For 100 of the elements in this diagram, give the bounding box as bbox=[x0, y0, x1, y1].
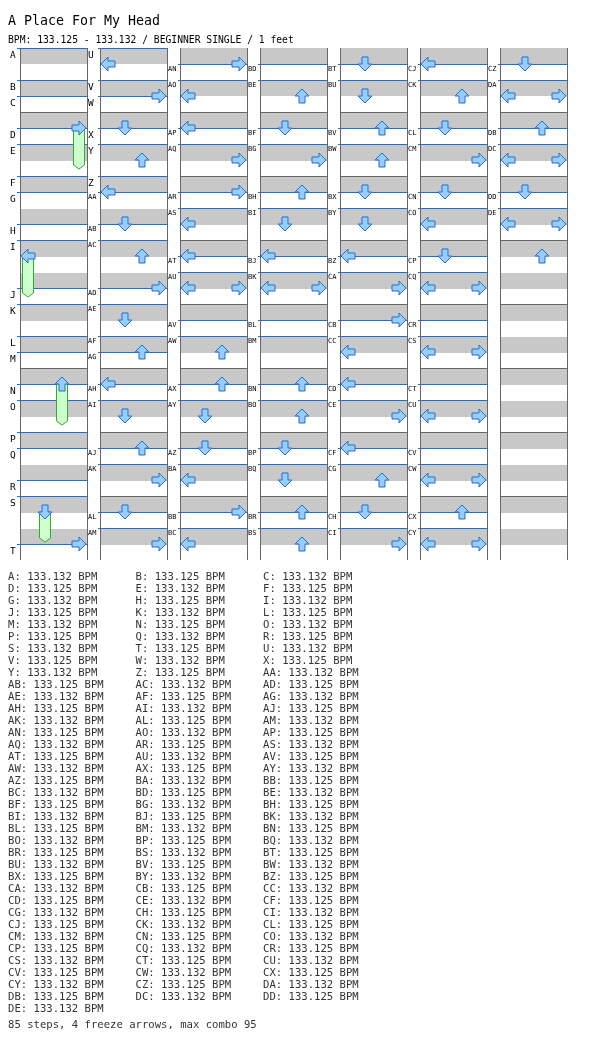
bpm-list-entry: BO: 133.132 BPM bbox=[8, 835, 104, 846]
bpm-list-entry: CC: 133.132 BPM bbox=[263, 883, 359, 894]
bpm-list-entry: DB: 133.125 BPM bbox=[8, 991, 104, 1002]
bpm-marker: X bbox=[88, 130, 94, 140]
bpm-list-entry: CR: 133.125 BPM bbox=[263, 943, 359, 954]
bpm-list-entry: I: 133.132 BPM bbox=[263, 595, 353, 606]
bpm-marker: K bbox=[10, 306, 16, 316]
bpm-marker: D bbox=[10, 130, 16, 140]
bpm-marker: E bbox=[10, 146, 16, 156]
bpm-list-entry: CU: 133.132 BPM bbox=[263, 955, 359, 966]
bpm-marker: O bbox=[10, 402, 16, 412]
bpm-marker: V bbox=[88, 82, 94, 92]
bpm-list-entry: AF: 133.125 BPM bbox=[135, 691, 232, 702]
bpm-list-entry: AT: 133.125 BPM bbox=[8, 751, 104, 762]
bpm-list-entry: AW: 133.132 BPM bbox=[8, 763, 104, 774]
bpm-list-entry: AU: 133.132 BPM bbox=[135, 751, 232, 762]
bpm-list-entry: CW: 133.132 BPM bbox=[135, 967, 232, 978]
bpm-marker: N bbox=[10, 386, 16, 396]
bpm-list-entry: BL: 133.125 BPM bbox=[8, 823, 104, 834]
bpm-marker: U bbox=[88, 50, 94, 60]
bpm-list-entry: BQ: 133.132 BPM bbox=[263, 835, 359, 846]
bpm-marker: L bbox=[10, 338, 16, 348]
chart-summary: 85 steps, 4 freeze arrows, max combo 95 bbox=[8, 1019, 257, 1030]
bpm-list-entry: BM: 133.132 BPM bbox=[135, 823, 232, 834]
bpm-list-entry: CQ: 133.132 BPM bbox=[135, 943, 232, 954]
bpm-list-entry: AK: 133.132 BPM bbox=[8, 715, 104, 726]
bpm-list-entry: CI: 133.132 BPM bbox=[263, 907, 359, 918]
bpm-list-entry: L: 133.125 BPM bbox=[263, 607, 353, 618]
bpm-list-entry: Z: 133.125 BPM bbox=[135, 667, 225, 678]
bpm-list-entry: AS: 133.132 BPM bbox=[263, 739, 359, 750]
bpm-marker: Y bbox=[88, 146, 94, 156]
bpm-list-entry: CB: 133.125 BPM bbox=[135, 883, 232, 894]
bpm-list-entry: BB: 133.125 BPM bbox=[263, 775, 359, 786]
bpm-list-entry: W: 133.132 BPM bbox=[135, 655, 225, 666]
bpm-marker: Z bbox=[88, 178, 94, 188]
bpm-list-entry: BH: 133.125 BPM bbox=[263, 799, 359, 810]
bpm-list-entry: BD: 133.125 BPM bbox=[135, 787, 232, 798]
bpm-list-entry: AO: 133.132 BPM bbox=[135, 727, 232, 738]
bpm-list-entry: AD: 133.125 BPM bbox=[263, 679, 359, 690]
bpm-list-entry: BX: 133.125 BPM bbox=[8, 871, 104, 882]
bpm-list-entry: AI: 133.132 BPM bbox=[135, 703, 232, 714]
bpm-list-entry: CL: 133.125 BPM bbox=[263, 919, 359, 930]
bpm-list-entry: CD: 133.125 BPM bbox=[8, 895, 104, 906]
bpm-list-entry: AG: 133.132 BPM bbox=[263, 691, 359, 702]
bpm-list-entry: BI: 133.132 BPM bbox=[8, 811, 104, 822]
bpm-list-entry: B: 133.125 BPM bbox=[135, 571, 225, 582]
bpm-list-entry: DA: 133.132 BPM bbox=[263, 979, 359, 990]
bpm-list-entry: P: 133.125 BPM bbox=[8, 631, 98, 642]
bpm-list-entry: BP: 133.125 BPM bbox=[135, 835, 232, 846]
bpm-list-entry: C: 133.132 BPM bbox=[263, 571, 353, 582]
bpm-list-entry: AN: 133.125 BPM bbox=[8, 727, 104, 738]
bpm-marker: A bbox=[10, 50, 16, 60]
bpm-list-entry: E: 133.132 BPM bbox=[135, 583, 225, 594]
bpm-list-entry: U: 133.132 BPM bbox=[263, 643, 353, 654]
bpm-list-entry: BA: 133.132 BPM bbox=[135, 775, 232, 786]
bpm-list-entry: N: 133.125 BPM bbox=[135, 619, 225, 630]
bpm-list-entry: J: 133.125 BPM bbox=[8, 607, 98, 618]
bpm-list-entry: CM: 133.132 BPM bbox=[8, 931, 104, 942]
bpm-list-entry: BN: 133.125 BPM bbox=[263, 823, 359, 834]
song-title: A Place For My Head bbox=[8, 14, 161, 28]
bpm-list-entry: BF: 133.125 BPM bbox=[8, 799, 104, 810]
bpm-list-entry: S: 133.132 BPM bbox=[8, 643, 98, 654]
bpm-list-entry: CS: 133.132 BPM bbox=[8, 955, 104, 966]
bpm-list-entry: Q: 133.132 BPM bbox=[135, 631, 225, 642]
bpm-list-entry: AL: 133.125 BPM bbox=[135, 715, 232, 726]
bpm-marker: J bbox=[10, 290, 16, 300]
bpm-list-entry: D: 133.125 BPM bbox=[8, 583, 98, 594]
bpm-marker: G bbox=[10, 194, 16, 204]
bpm-list-entry: T: 133.125 BPM bbox=[135, 643, 225, 654]
bpm-list-entry: F: 133.125 BPM bbox=[263, 583, 353, 594]
bpm-marker: S bbox=[10, 498, 16, 508]
bpm-list-entry: X: 133.125 BPM bbox=[263, 655, 353, 666]
bpm-list-entry: CT: 133.125 BPM bbox=[135, 955, 232, 966]
bpm-list-entry: AM: 133.132 BPM bbox=[263, 715, 359, 726]
bpm-list-entry: BW: 133.132 BPM bbox=[263, 859, 359, 870]
bpm-list-entry: CO: 133.132 BPM bbox=[263, 931, 359, 942]
bpm-marker: C bbox=[10, 98, 16, 108]
bpm-list-entry: BS: 133.132 BPM bbox=[135, 847, 232, 858]
bpm-list-entry: BG: 133.132 BPM bbox=[135, 799, 232, 810]
bpm-list-entry: A: 133.132 BPM bbox=[8, 571, 98, 582]
bpm-marker: H bbox=[10, 226, 16, 236]
bpm-marker: F bbox=[10, 178, 16, 188]
bpm-list-entry: CX: 133.125 BPM bbox=[263, 967, 359, 978]
bpm-list-entry: AQ: 133.132 BPM bbox=[8, 739, 104, 750]
bpm-list-entry: CK: 133.132 BPM bbox=[135, 919, 232, 930]
bpm-marker: M bbox=[10, 354, 16, 364]
bpm-marker: W bbox=[88, 98, 94, 108]
bpm-list-entry: R: 133.125 BPM bbox=[263, 631, 353, 642]
bpm-list-entry: BZ: 133.125 BPM bbox=[263, 871, 359, 882]
chart-header-text: BPM: 133.125 - 133.132 / BEGINNER SINGLE / 1 feet bbox=[8, 35, 294, 45]
bpm-list-entry: K: 133.132 BPM bbox=[135, 607, 225, 618]
bpm-list-entry: CN: 133.125 BPM bbox=[135, 931, 232, 942]
bpm-list-entry: M: 133.132 BPM bbox=[8, 619, 98, 630]
bpm-list-entry: CG: 133.132 BPM bbox=[8, 907, 104, 918]
bpm-list-entry: AP: 133.125 BPM bbox=[263, 727, 359, 738]
bpm-list-entry: AB: 133.125 BPM bbox=[8, 679, 104, 690]
bpm-list-entry: CV: 133.125 BPM bbox=[8, 967, 104, 978]
bpm-list-entry: BV: 133.125 BPM bbox=[135, 859, 232, 870]
bpm-list-entry: DD: 133.125 BPM bbox=[263, 991, 359, 1002]
bpm-list-entry: G: 133.132 BPM bbox=[8, 595, 98, 606]
